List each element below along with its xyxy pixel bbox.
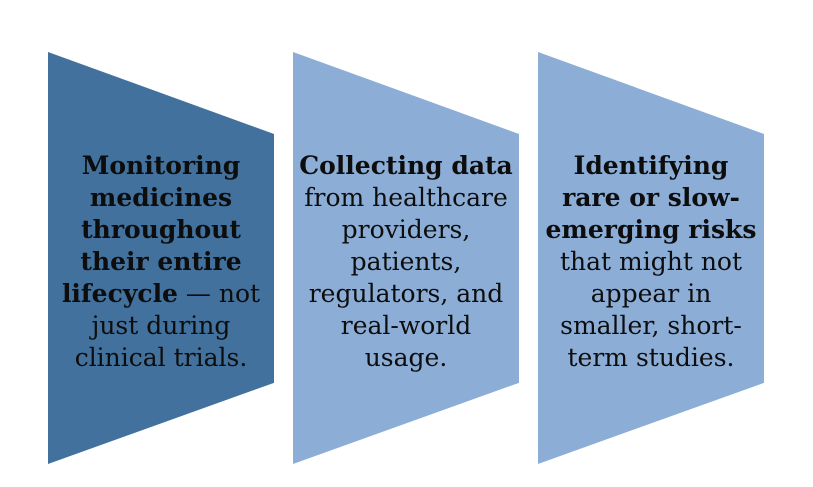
panel-identifying-text: Identifying rare or slow- emerging risks… [538,142,764,374]
text-line: rare or slow- [538,182,764,214]
bold-segment: Monitoring [81,151,241,180]
panel-collecting-text: Collecting data from healthcare provider… [293,142,519,374]
text-line: just during [48,310,274,342]
text-line: Monitoring [48,150,274,182]
text-line: medicines [48,182,274,214]
regular-segment: term studies. [567,343,735,372]
regular-segment: regulators, and [308,279,504,308]
text-line: from healthcare [293,182,519,214]
text-line: providers, [293,214,519,246]
text-line: clinical trials. [48,342,274,374]
text-line: their entire [48,246,274,278]
regular-segment: from healthcare [304,183,508,212]
text-line: usage. [293,342,519,374]
text-line: throughout [48,214,274,246]
regular-segment: that might not [559,247,743,276]
regular-segment: patients, [350,247,462,276]
bold-segment: Identifying [573,151,729,180]
bold-segment: lifecycle [61,279,178,308]
regular-segment: — not [177,279,261,308]
text-line: regulators, and [293,278,519,310]
regular-segment: providers, [341,215,471,244]
regular-segment: usage. [364,343,448,372]
regular-segment: smaller, short- [560,311,742,340]
bold-segment: Collecting data [299,151,513,180]
panel-collecting-data: Collecting data from healthcare provider… [293,52,519,464]
text-line: real-world [293,310,519,342]
text-line: emerging risks [538,214,764,246]
text-line: Identifying [538,150,764,182]
text-line: patients, [293,246,519,278]
regular-segment: clinical trials. [74,343,248,372]
text-line: smaller, short- [538,310,764,342]
regular-segment: appear in [590,279,712,308]
bold-segment: emerging risks [545,215,757,244]
bold-segment: rare or slow- [562,183,740,212]
regular-segment: real-world [340,311,472,340]
bold-segment: throughout [81,215,241,244]
text-line: Collecting data [293,150,519,182]
panel-identifying-risks: Identifying rare or slow- emerging risks… [538,52,764,464]
text-line: that might not [538,246,764,278]
bold-segment: medicines [89,183,233,212]
bold-segment: their entire [80,247,242,276]
regular-segment: just during [91,311,231,340]
panel-monitoring-medicines: Monitoring medicines throughout their en… [48,52,274,464]
text-line: lifecycle — not [48,278,274,310]
text-line: appear in [538,278,764,310]
text-line: term studies. [538,342,764,374]
panel-monitoring-text: Monitoring medicines throughout their en… [48,142,274,374]
